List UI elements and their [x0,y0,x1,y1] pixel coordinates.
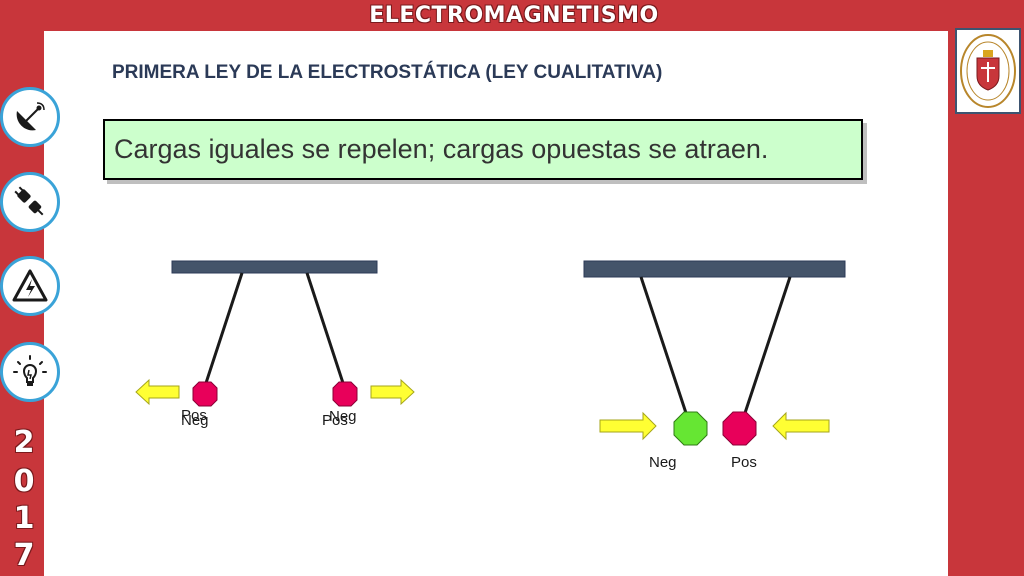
top-banner [0,0,1024,31]
charged-ball-left-1 [192,381,218,407]
negative-ball-label: Neg [649,454,677,471]
negative-ball [673,411,708,446]
thread-left-1 [204,272,244,384]
thread-left-2 [305,272,345,384]
repel-arrow-left [135,378,180,406]
course-title: ELECTROMAGNETISMO [369,3,659,28]
year-digit-1: 2 [13,425,35,460]
high-voltage-button[interactable] [0,256,60,316]
repel-arrow-right [370,378,415,406]
satellite-dish-icon [16,102,45,131]
light-bulb-icon [13,355,47,386]
attract-arrow-left [599,411,657,441]
attract-arrow-right [772,411,830,441]
university-crest-icon [960,34,1016,108]
thread-right-2 [743,276,792,414]
positive-ball-label: Pos [731,454,757,471]
light-bulb-button[interactable] [0,342,60,402]
year-digit-2: 0 [13,464,35,499]
plug-button[interactable] [0,172,60,232]
support-bar-left [171,260,378,274]
support-bar-right [583,260,846,278]
charged-ball-left-2 [332,381,358,407]
ball-left-2-label-pos: Pos [322,412,348,429]
plug-icon [14,186,44,216]
positive-ball [722,411,757,446]
ball-left-1-label-neg: Neg [181,412,209,429]
high-voltage-warning-icon [12,269,48,302]
ball-left-1-label-pos: Pos [181,407,207,424]
university-logo [955,28,1021,114]
slide-subtitle: PRIMERA LEY DE LA ELECTROSTÁTICA (LEY CU… [112,62,663,83]
year-digit-3: 1 [13,501,35,536]
thread-right-1 [639,276,688,414]
satellite-dish-button[interactable] [0,87,60,147]
law-statement-box: Cargas iguales se repelen; cargas opuest… [103,119,863,180]
year-digit-4: 7 [13,538,35,573]
ball-left-2-label-neg: Neg [329,408,357,425]
